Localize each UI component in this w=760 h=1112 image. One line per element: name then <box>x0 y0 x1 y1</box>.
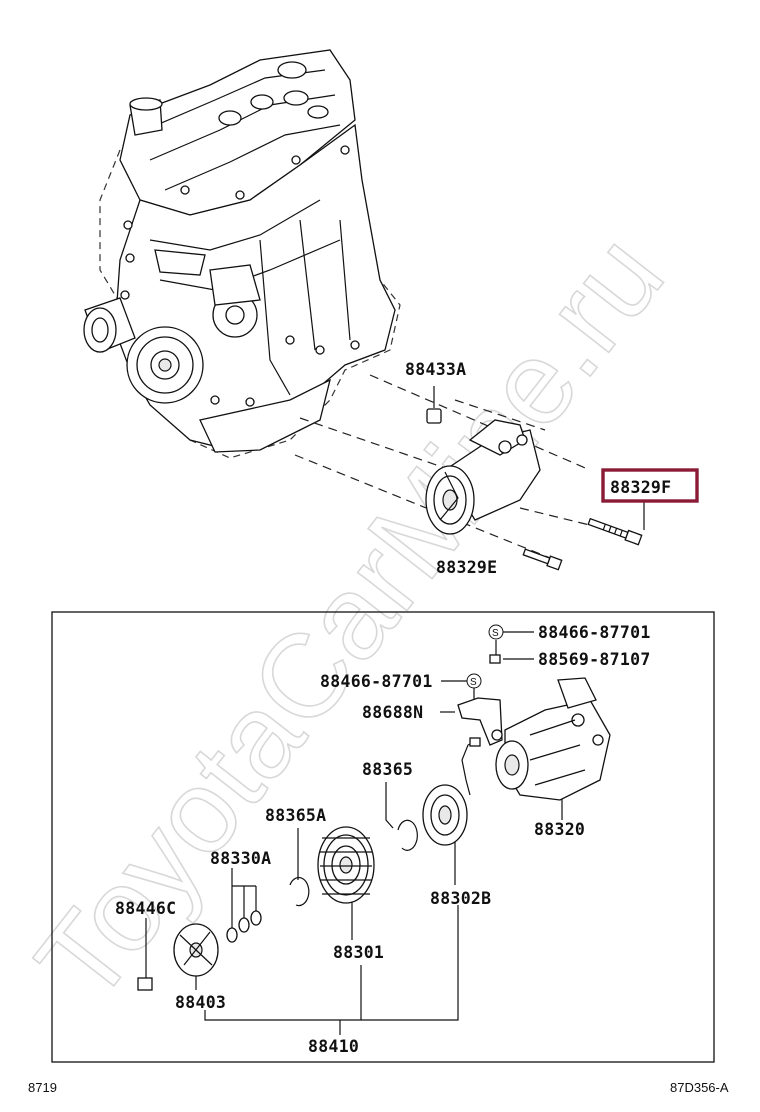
label-88330A: 88330A <box>210 849 271 868</box>
svg-text:S: S <box>470 677 477 688</box>
highlight-box-88329F <box>601 468 699 503</box>
label-88365A: 88365A <box>265 806 326 825</box>
label-88466-87701-mid: 88466-87701 <box>320 672 433 691</box>
label-88329F[interactable]: 88329F <box>610 478 671 497</box>
label-88302B: 88302B <box>430 889 491 908</box>
label-88329E: 88329E <box>436 558 497 577</box>
engine-illustration <box>83 49 401 459</box>
s-symbol-mid: S <box>466 673 482 689</box>
label-88410: 88410 <box>308 1037 359 1056</box>
label-88688N: 88688N <box>362 703 423 722</box>
label-88446C: 88446C <box>115 899 176 918</box>
svg-text:S: S <box>492 628 499 639</box>
compressor-upper <box>294 374 645 571</box>
label-88320: 88320 <box>534 820 585 839</box>
label-88403: 88403 <box>175 993 226 1012</box>
detail-frame <box>51 611 715 1063</box>
label-88301: 88301 <box>333 943 384 962</box>
footer-left-code: 8719 <box>28 1080 57 1095</box>
detail-parts <box>137 654 611 991</box>
footer-right-code: 87D356-A <box>670 1080 729 1095</box>
s-symbol-top: S <box>488 624 504 640</box>
leader-lines <box>145 631 563 1035</box>
label-88433A: 88433A <box>405 360 466 379</box>
label-88365: 88365 <box>362 760 413 779</box>
label-88569-87107: 88569-87107 <box>538 650 651 669</box>
label-88466-87701-top: 88466-87701 <box>538 623 651 642</box>
